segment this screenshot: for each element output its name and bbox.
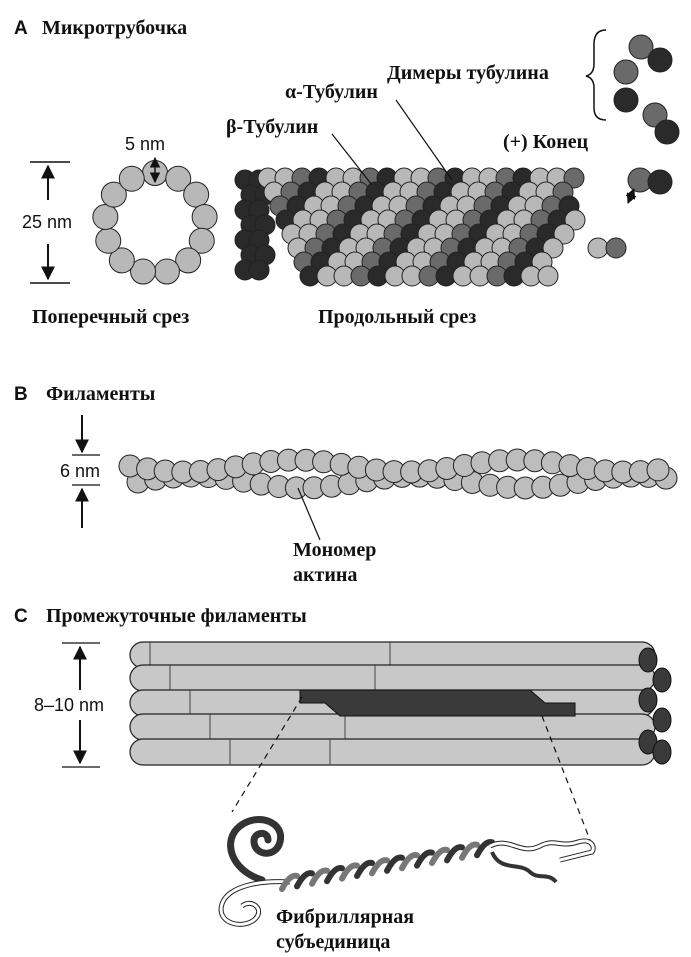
protofilament-subunit bbox=[100, 181, 127, 208]
dimension-8-10nm-label: 8–10 nm bbox=[34, 695, 104, 715]
protofilament-subunit bbox=[118, 165, 145, 192]
coiled-coil-segment bbox=[459, 841, 480, 861]
coiled-coil-segment bbox=[324, 864, 345, 885]
coiled-coil-segment bbox=[309, 867, 330, 887]
coiled-coil-segment bbox=[474, 838, 495, 859]
alpha-tubulin-subunit bbox=[542, 237, 564, 259]
protofilament-subunit bbox=[108, 247, 135, 274]
minus-end-subunit bbox=[248, 259, 270, 281]
plus-end-label: (+) Конец bbox=[503, 131, 589, 153]
alpha-tubulin-label: α-Тубулин bbox=[285, 81, 378, 103]
protofilament-subunit bbox=[153, 258, 180, 285]
dimer-subunit bbox=[613, 87, 639, 113]
rod-end-cap bbox=[652, 707, 672, 733]
actin-filament bbox=[118, 448, 678, 500]
cross-section-label: Поперечный срез bbox=[32, 306, 189, 328]
protofilament-subunit bbox=[188, 227, 215, 254]
section-c-intermediate-filaments: C Промежуточные филаменты 8–10 nm Фибрил… bbox=[14, 605, 672, 953]
monomer-leader bbox=[297, 487, 321, 541]
longitudinal-section-label: Продольный срез bbox=[318, 306, 476, 328]
dimension-25nm-label: 25 nm bbox=[22, 212, 72, 232]
exchange-arrow bbox=[625, 188, 637, 204]
coiled-coil-segment bbox=[354, 859, 375, 879]
tubulin-dimers-label: Димеры тубулина bbox=[387, 62, 549, 84]
actin-monomer-label-1: Мономер bbox=[293, 539, 376, 561]
protofilament-subunit bbox=[175, 247, 202, 274]
rod-end-cap bbox=[638, 687, 658, 713]
alpha-leader bbox=[395, 99, 453, 181]
filament-rod bbox=[129, 641, 656, 669]
dimer-subunit bbox=[613, 59, 639, 85]
beta-tubulin-label: β-Тубулин bbox=[226, 116, 318, 138]
right-tail-light-inner bbox=[489, 839, 595, 862]
dimension-5nm: 5 nm bbox=[125, 134, 165, 184]
tail-coil-inner bbox=[219, 880, 291, 926]
dimer-subunit bbox=[628, 34, 654, 60]
section-c-title: Промежуточные филаменты bbox=[46, 605, 307, 627]
rod-end-cap bbox=[652, 667, 672, 693]
zoom-line-left bbox=[231, 696, 303, 813]
section-b-title: Филаменты bbox=[46, 383, 156, 405]
highlighted-subunit bbox=[299, 689, 576, 717]
coiled-coil-segment bbox=[339, 862, 360, 882]
fibrillar-subunit-label-1: Фибриллярная bbox=[276, 906, 414, 928]
dimension-5nm-label: 5 nm bbox=[125, 134, 165, 154]
fibrillar-subunit-label-2: субъединица bbox=[276, 931, 390, 953]
rod-end-cap bbox=[638, 647, 658, 673]
dimension-6nm-label: 6 nm bbox=[60, 461, 100, 481]
actin-monomer-label-2: актина bbox=[293, 564, 357, 586]
microtubule-cross-section bbox=[92, 160, 218, 285]
dimension-6nm: 6 nm bbox=[60, 415, 100, 528]
plus-end-subunit bbox=[605, 237, 627, 259]
coiled-coil-segment bbox=[294, 870, 315, 890]
rod-end-cap bbox=[652, 739, 672, 765]
coiled-coil-segment bbox=[414, 849, 435, 869]
head-coil bbox=[227, 815, 285, 884]
coiled-coil-segment bbox=[279, 872, 300, 892]
coiled-coil-segment bbox=[384, 854, 405, 874]
dimer-subunit bbox=[647, 169, 673, 195]
section-a-title: Микротрубочка bbox=[42, 17, 187, 39]
section-b-filaments: B Филаменты 6 nm Мономер актина bbox=[14, 383, 678, 586]
section-a-letter: A bbox=[14, 18, 28, 39]
protofilament-subunit bbox=[92, 203, 119, 230]
protofilament-subunit bbox=[165, 165, 192, 192]
dimers-brace bbox=[585, 29, 607, 121]
protofilament-subunit bbox=[183, 181, 210, 208]
section-a-microtubule: A Микротрубочка 5 nm 25 nm β-Тубулин α-Т… bbox=[14, 17, 680, 328]
protofilament-subunit bbox=[95, 227, 122, 254]
section-c-letter: C bbox=[14, 606, 28, 627]
beta-leader bbox=[331, 133, 373, 186]
filament-rod bbox=[129, 738, 656, 766]
dimer-subunit bbox=[654, 119, 680, 145]
section-b-letter: B bbox=[14, 384, 28, 405]
alpha-tubulin-subunit bbox=[537, 265, 559, 287]
alpha-tubulin-subunit bbox=[564, 209, 586, 231]
dimension-25nm: 25 nm bbox=[22, 161, 72, 284]
zoom-line-right bbox=[541, 715, 591, 841]
filament-rod bbox=[129, 664, 656, 692]
beta-tubulin-subunit bbox=[563, 167, 585, 189]
coiled-coil-segment bbox=[444, 844, 465, 864]
protofilament-subunit bbox=[130, 258, 157, 285]
coiled-coil-segment bbox=[399, 851, 420, 872]
plus-end-subunit bbox=[587, 237, 609, 259]
intermediate-filament-bundle bbox=[129, 641, 672, 766]
protofilament-subunit bbox=[191, 203, 218, 230]
alpha-tubulin-subunit bbox=[553, 223, 575, 245]
fibrillar-subunit-drawing bbox=[218, 815, 596, 927]
dimer-subunit bbox=[647, 47, 673, 73]
actin-monomer bbox=[646, 458, 670, 482]
coiled-coil-segment bbox=[429, 846, 450, 866]
coiled-coil-segment bbox=[369, 857, 390, 877]
dimension-8-10nm: 8–10 nm bbox=[34, 642, 104, 768]
dimer-subunit bbox=[642, 102, 668, 128]
right-tail-dark bbox=[490, 851, 558, 884]
filament-rod bbox=[129, 713, 656, 741]
free-tubulin-dimers bbox=[613, 34, 680, 195]
microtubule-longitudinal bbox=[234, 167, 627, 287]
